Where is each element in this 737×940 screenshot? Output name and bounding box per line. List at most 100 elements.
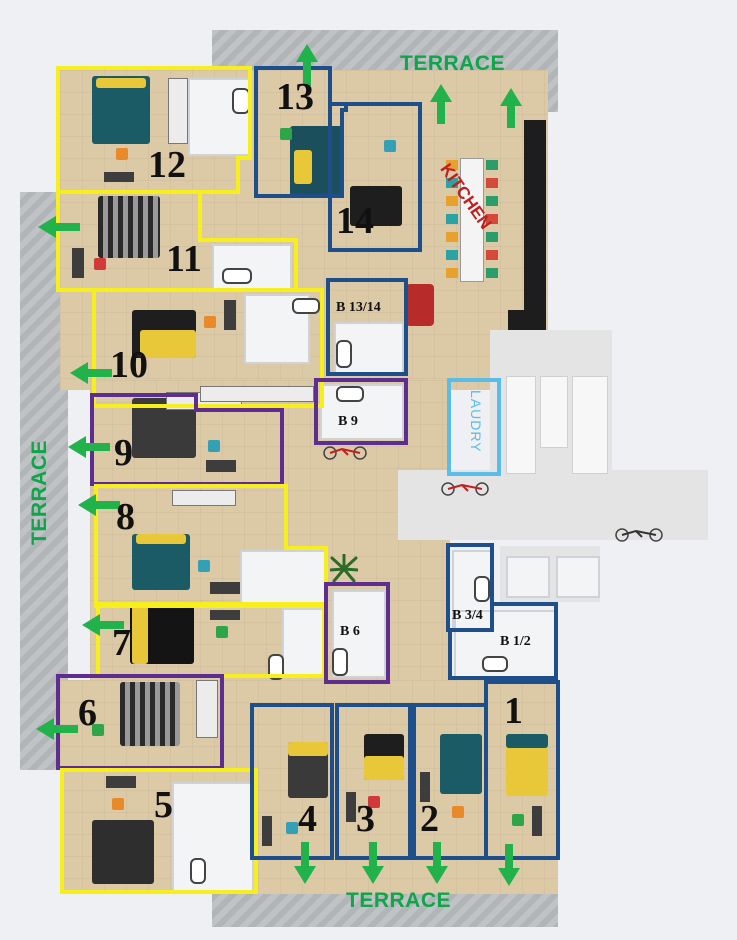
bathtub <box>474 576 490 602</box>
exit-arrow-icon <box>426 842 448 884</box>
room-number: 7 <box>112 622 131 664</box>
pillow <box>136 534 186 544</box>
plant-icon <box>330 554 358 583</box>
exit-arrow-icon <box>82 614 124 636</box>
room-number: 13 <box>276 76 314 118</box>
bicycle-icon <box>441 482 489 496</box>
room-number: 5 <box>154 784 173 826</box>
terrace-label-bottom: TERRACE <box>346 889 452 912</box>
desk <box>346 792 356 822</box>
dining-chairs <box>486 160 498 278</box>
room-1-outline <box>484 680 560 860</box>
chair <box>286 822 298 834</box>
exit-arrow-icon <box>430 84 452 124</box>
bicycle-icon <box>615 528 663 542</box>
chair <box>112 798 124 810</box>
exit-arrow-icon <box>70 362 112 384</box>
chair <box>198 560 210 572</box>
chair <box>384 140 396 152</box>
chair <box>94 258 106 270</box>
desk <box>532 806 542 836</box>
room-14-outline <box>328 102 422 252</box>
pillow <box>294 150 312 184</box>
b6-outline <box>324 582 390 684</box>
room-number: 4 <box>298 798 317 840</box>
wardrobe <box>200 386 314 402</box>
exit-arrow-icon <box>498 844 520 886</box>
bed <box>440 734 482 794</box>
room-number: 14 <box>336 200 374 242</box>
room-number: 1 <box>504 690 523 732</box>
room-13-outline <box>254 66 348 198</box>
storage-unit <box>556 556 600 598</box>
room-11-outline <box>56 190 298 292</box>
room-number: 12 <box>148 144 186 186</box>
terrace-label-left: TERRACE <box>28 439 51 545</box>
bed <box>98 196 160 258</box>
chair <box>216 626 228 638</box>
bathtub <box>332 648 348 676</box>
chair <box>208 440 220 452</box>
room-number: 2 <box>420 798 439 840</box>
exit-arrow-icon <box>362 842 384 884</box>
chair <box>92 724 104 736</box>
room-number: 10 <box>110 344 148 386</box>
room-9-outline <box>90 393 284 486</box>
bicycle-icon <box>323 446 367 460</box>
room-number: 11 <box>166 238 202 280</box>
bathtub <box>336 386 364 402</box>
desk <box>420 772 430 802</box>
pillow <box>288 742 328 756</box>
pillow <box>140 330 196 358</box>
b34-outline <box>446 543 494 632</box>
desk <box>262 816 272 846</box>
pillow <box>96 78 146 88</box>
sofa <box>406 284 434 326</box>
desk <box>72 248 84 278</box>
chair <box>116 148 128 160</box>
b12-outline <box>448 602 558 680</box>
b9-outline <box>314 378 408 445</box>
bed <box>120 682 180 746</box>
bathtub <box>268 654 284 680</box>
bathroom-label: B 1/2 <box>500 634 531 649</box>
chair <box>280 128 292 140</box>
bathtub <box>292 298 320 314</box>
terrace-label-top: TERRACE <box>400 52 506 75</box>
room-10-outline <box>92 288 324 408</box>
wardrobe <box>168 78 188 144</box>
exit-arrow-icon <box>296 44 318 86</box>
bathroom-label: B 6 <box>340 624 360 639</box>
chair <box>512 814 524 826</box>
room-3-outline <box>335 703 412 860</box>
laundry-outline <box>447 378 501 476</box>
room-7-outline <box>96 602 326 678</box>
bathroom-label: B 13/14 <box>336 300 381 315</box>
room-4-outline <box>250 703 334 860</box>
desk <box>210 582 240 594</box>
bed <box>92 820 154 884</box>
dining-chairs <box>446 160 458 278</box>
room-number: 9 <box>114 432 133 474</box>
stair <box>572 376 608 474</box>
desk <box>106 776 136 788</box>
kitchen-counter <box>524 120 546 326</box>
exit-arrow-icon <box>38 216 80 238</box>
bed <box>350 186 402 226</box>
exit-arrow-icon <box>36 718 78 740</box>
room-number: 3 <box>356 798 375 840</box>
pillow <box>506 734 548 748</box>
storage-unit <box>506 556 550 598</box>
b1314-outline <box>326 278 408 376</box>
bathtub <box>482 656 508 672</box>
dining-table <box>460 158 484 282</box>
pillow <box>364 756 404 780</box>
room-number: 6 <box>78 692 97 734</box>
chair <box>204 316 216 328</box>
desk <box>104 172 134 182</box>
stair <box>506 376 536 474</box>
chair <box>368 796 380 808</box>
kitchen-counter <box>508 310 546 330</box>
